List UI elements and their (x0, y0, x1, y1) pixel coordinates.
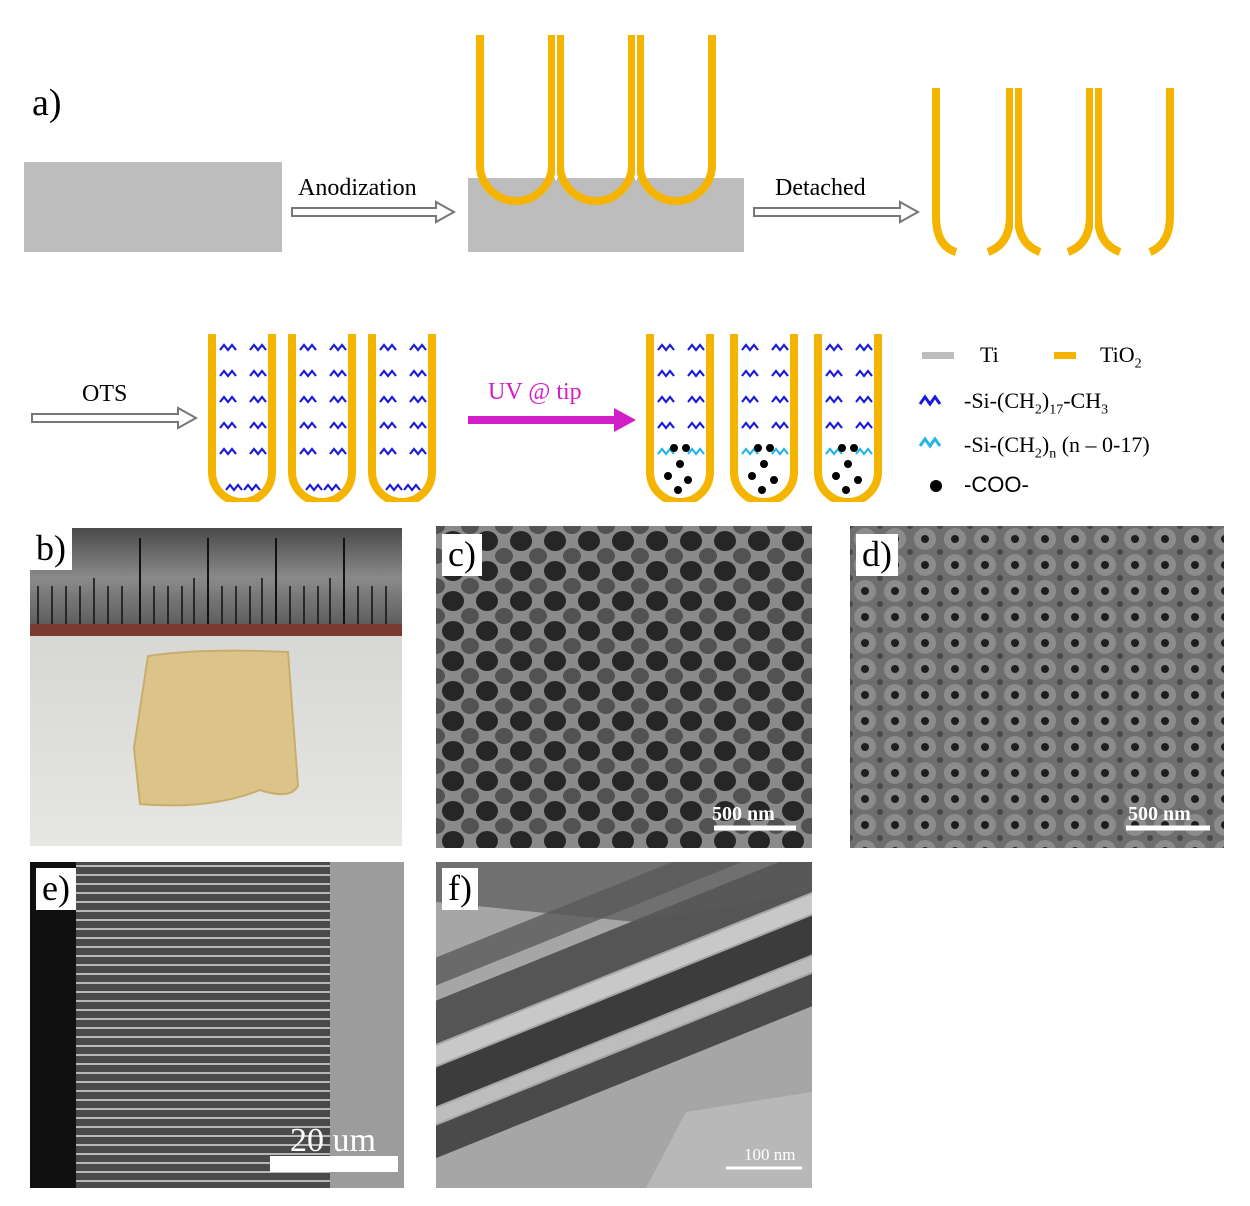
legend-cooh-chain-label: -Si-(CH2)n (n – 0-17) (964, 432, 1150, 462)
uv-treated-nanotubes-icon (646, 334, 882, 502)
tem-nanotube-image (436, 862, 812, 1188)
legend: Ti TiO2 -Si-(CH2)17-CH3 -Si-(CH2)n (n – … (918, 342, 1243, 502)
legend-coo-label: -COO- (964, 472, 1029, 497)
panel-d-sem-image (850, 526, 1224, 848)
ruler-sample-image (30, 528, 402, 846)
legend-ti-label: Ti (980, 342, 999, 367)
panel-d-label: d) (856, 534, 898, 576)
panel-c-scale-label: 500 nm (712, 803, 775, 825)
panel-b-label: b) (30, 528, 72, 570)
blue-wave-icon (918, 394, 942, 407)
sem-cross-section-image (30, 862, 404, 1188)
uv-arrow-icon (468, 408, 636, 432)
ots-coated-nanotubes-icon (208, 334, 436, 502)
panel-c-sem-image (436, 526, 812, 848)
tio2-nanotubes-icon (476, 35, 716, 205)
anodization-arrow-icon (291, 200, 457, 224)
uv-tip-label: UV @ tip (488, 379, 582, 405)
cyan-wave-icon (918, 436, 942, 449)
ots-label: OTS (82, 381, 128, 407)
panel-c-label: c) (442, 534, 482, 576)
ti-plate (24, 162, 282, 252)
detached-label: Detached (775, 175, 866, 201)
panel-f-tem-image (436, 862, 812, 1188)
gray-bar-icon (922, 352, 954, 359)
panel-d-scale-label: 500 nm (1128, 803, 1191, 825)
legend-ots-label: -Si-(CH2)17-CH3 (964, 388, 1109, 418)
ots-arrow-icon (31, 406, 199, 430)
orange-bar-icon (1054, 352, 1076, 359)
sem-hexagonal-image (850, 526, 1224, 848)
detached-nanotubes-icon (932, 88, 1174, 256)
panel-e-sem-image (30, 862, 404, 1188)
panel-a-label: a) (32, 82, 62, 124)
panel-f-scale-label: 100 nm (744, 1145, 796, 1164)
black-dot-icon (930, 480, 942, 492)
panel-e-scale-label: 20 um (290, 1122, 376, 1159)
legend-tio2-label: TiO2 (1100, 342, 1142, 372)
detached-arrow-icon (753, 200, 921, 224)
anodization-label: Anodization (298, 175, 417, 201)
panel-b-photo (30, 528, 402, 846)
panel-e-label: e) (36, 868, 76, 910)
sem-pores-image (436, 526, 812, 848)
panel-f-label: f) (442, 868, 478, 910)
